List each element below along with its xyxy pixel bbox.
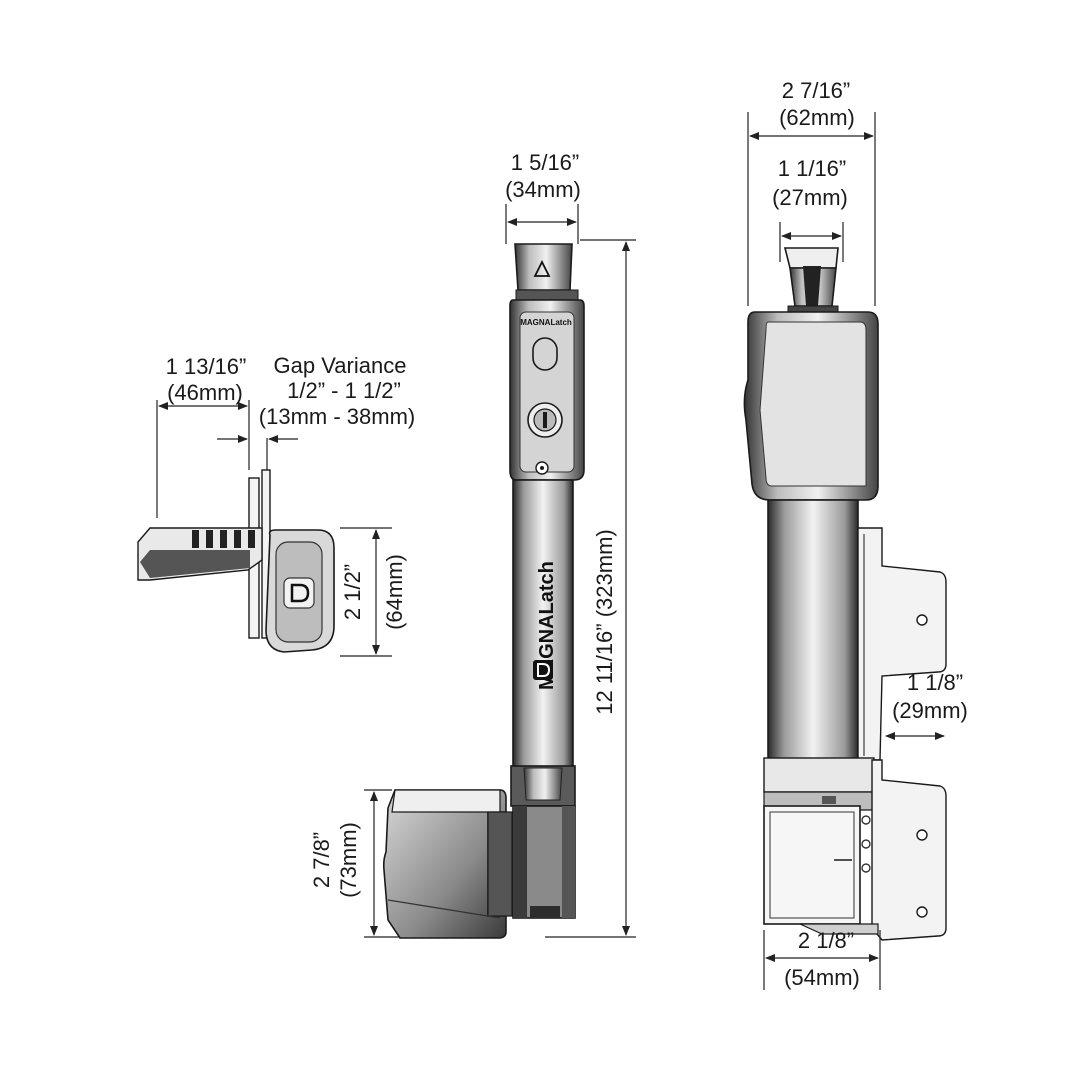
grip-ridges [192,530,255,548]
triangle-icon [533,259,551,277]
front-width-frac: 1 5/16” [511,150,580,175]
d-logo-icon [533,660,553,680]
head-brand: MAGNALatch [520,318,572,327]
end-view: 2 7/16” (62mm) 1 1/16” (27mm) 1 1/8” (29… [743,78,968,990]
end-head-frac: 2 7/16” [782,78,851,103]
side-width-mm: (46mm) [167,380,243,405]
end-head-mm: (62mm) [779,105,855,130]
end-knob-mm: (27mm) [772,185,848,210]
gap-mm: (13mm - 38mm) [259,404,415,429]
end-base-mm: (54mm) [784,965,860,990]
total-height: 12 11/16” (323mm) [592,529,617,714]
front-view: 1 5/16” (34mm) MAGNALatch MAGNALatch [309,150,636,939]
d-logo-icon [283,577,315,609]
end-offset-mm: (29mm) [892,698,968,723]
end-knob-frac: 1 1/16” [778,156,847,181]
svg-text:MAGNALatch: MAGNALatch [536,561,558,690]
magnet-height-frac: 2 7/8” [309,832,334,888]
front-width-mm: (34mm) [505,177,581,202]
gap-inch: 1/2” - 1 1/2” [287,378,401,403]
side-view: 1 13/16” (46mm) Gap Variance 1/2” - 1 1/… [137,353,415,657]
end-base-frac: 2 1/8” [798,928,854,953]
side-height-frac: 2 1/2” [340,564,365,620]
gap-title: Gap Variance [274,353,407,378]
side-width-frac: 1 13/16” [166,354,247,379]
shaft-brand: MAGNALatch [536,561,558,690]
side-height-mm: (64mm) [382,554,407,630]
end-offset-frac: 1 1/8” [907,670,963,695]
magnet-height-mm: (73mm) [336,822,361,898]
key-lock-icon [527,402,563,438]
